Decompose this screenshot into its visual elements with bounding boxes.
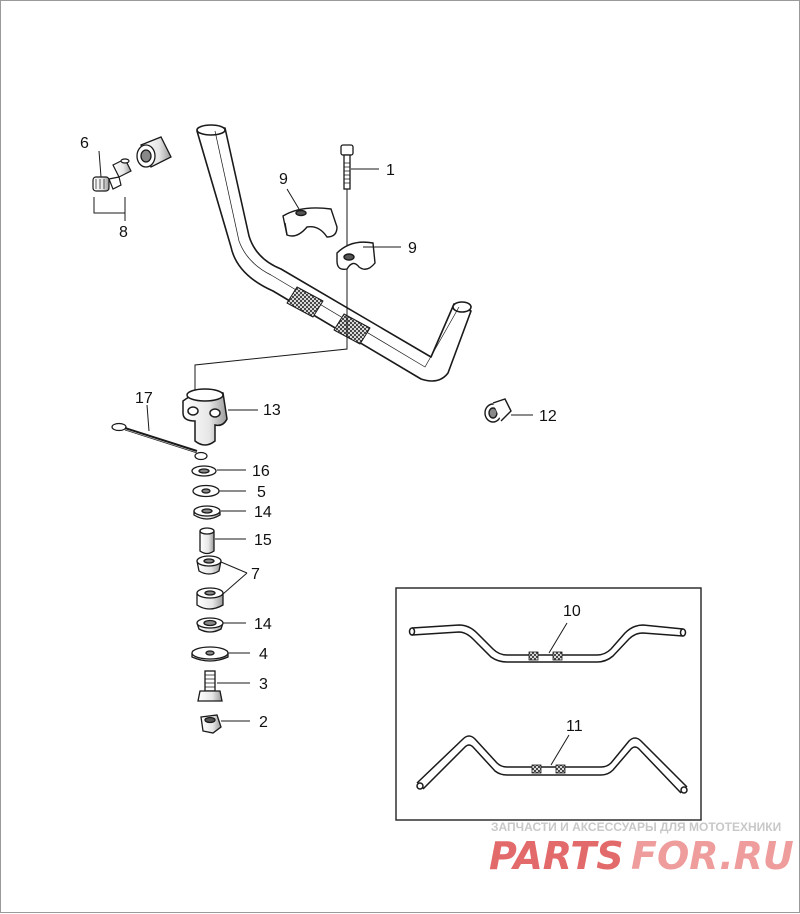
callout-4: 4	[259, 646, 268, 663]
sleeve-part	[136, 136, 172, 168]
clamp-part-9-left	[282, 207, 338, 238]
riser-part-13	[182, 388, 228, 446]
bushing-part-14-upper	[193, 505, 221, 520]
bolt-part-1	[340, 144, 354, 190]
bracket-part-8	[93, 197, 126, 214]
watermark-brand-left: PARTS	[489, 834, 624, 878]
washer-part-5	[192, 484, 220, 498]
handlebar-part-10	[408, 622, 687, 663]
handlebar	[196, 124, 472, 382]
nut-part-2	[200, 714, 222, 734]
inset-alternate-handlebars	[395, 587, 702, 821]
callout-5: 5	[257, 484, 266, 501]
callout-14-upper: 14	[254, 504, 272, 521]
callout-3: 3	[259, 676, 268, 693]
callout-11: 11	[566, 718, 583, 735]
callout-9-lower: 9	[408, 240, 417, 257]
callout-17: 17	[135, 390, 153, 407]
bolt-part-3	[197, 670, 223, 702]
callout-7: 7	[251, 566, 260, 583]
callout-10: 10	[563, 603, 581, 620]
bushing-part-7-lower	[196, 587, 224, 610]
fitting-part-8-adapter	[108, 158, 132, 190]
callout-1: 1	[386, 162, 395, 179]
callout-12: 12	[539, 408, 557, 425]
bushing-part-7-upper	[196, 555, 222, 575]
cable-part-17	[111, 422, 208, 461]
callout-8: 8	[119, 224, 128, 241]
watermark-tagline: ЗАПЧАСТИ И АКСЕССУАРЫ ДЛЯ МОТОТЕХНИКИ	[491, 820, 781, 834]
bushing-part-14-lower	[196, 617, 224, 633]
clip-part-12	[484, 398, 512, 423]
handlebar-part-11	[416, 734, 688, 794]
callout-14-lower: 14	[254, 616, 272, 633]
spacer-part-15	[199, 527, 215, 555]
callout-15: 15	[254, 532, 272, 549]
callout-9-upper: 9	[279, 171, 288, 188]
callout-16: 16	[252, 463, 270, 480]
fitting-part-6	[92, 176, 110, 192]
callout-2: 2	[259, 714, 268, 731]
callout-13: 13	[263, 402, 281, 419]
callout-labels: 1 2 3 4 5 6 7 8 9 9 10 11 12 13 14 14 15…	[80, 135, 583, 735]
leader-lines	[98, 150, 533, 722]
washer-part-4	[191, 646, 229, 662]
clamp-part-9-right	[336, 241, 376, 271]
watermark: ЗАПЧАСТИ И АКСЕССУАРЫ ДЛЯ МОТОТЕХНИКИ PA…	[489, 820, 794, 878]
watermark-brand-right: FOR.RU	[631, 834, 794, 878]
callout-6: 6	[80, 135, 89, 152]
washer-part-16	[191, 465, 217, 477]
